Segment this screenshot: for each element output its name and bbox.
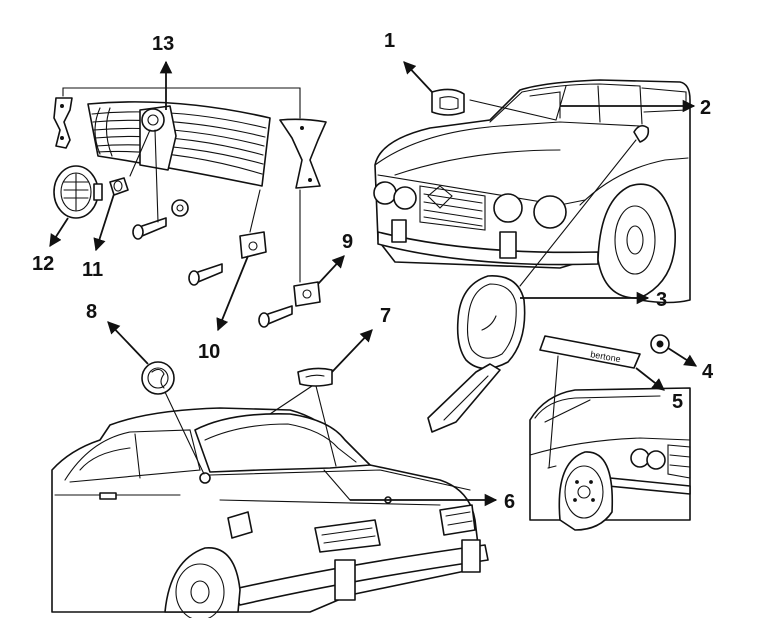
part-9-nut (258, 281, 321, 328)
callout-12: 12 (32, 253, 54, 275)
callout-11: 11 (82, 259, 103, 281)
callout-numbers: 1 2 3 4 5 6 7 8 9 10 11 12 13 (32, 30, 714, 513)
callout-4: 4 (702, 361, 714, 383)
grille-assembly (53, 87, 327, 189)
callout-10: 10 (198, 341, 220, 363)
part-5-badge: bertone (539, 335, 641, 369)
leader-lines (49, 60, 698, 507)
callout-6: 6 (504, 491, 515, 513)
callout-8: 8 (86, 301, 97, 323)
screw-and-washer (132, 199, 189, 240)
part-8-roundel (141, 361, 175, 395)
callout-2: 2 (700, 97, 711, 119)
callout-9: 9 (342, 231, 353, 253)
callout-3: 3 (656, 289, 667, 311)
callout-13: 13 (152, 33, 174, 55)
rear-car-illustration (51, 407, 489, 618)
part-12-emblem (53, 165, 103, 219)
part-10-nut (188, 231, 267, 286)
part-11-clip (109, 177, 129, 196)
callout-7: 7 (380, 305, 391, 327)
part-7-clip (297, 367, 333, 387)
callout-1: 1 (384, 30, 395, 52)
front-car-illustration (373, 79, 691, 304)
part-3-mirror (427, 275, 526, 433)
part-1-clip (431, 88, 465, 116)
callout-5: 5 (672, 391, 683, 413)
part-4-grommet (650, 334, 670, 354)
